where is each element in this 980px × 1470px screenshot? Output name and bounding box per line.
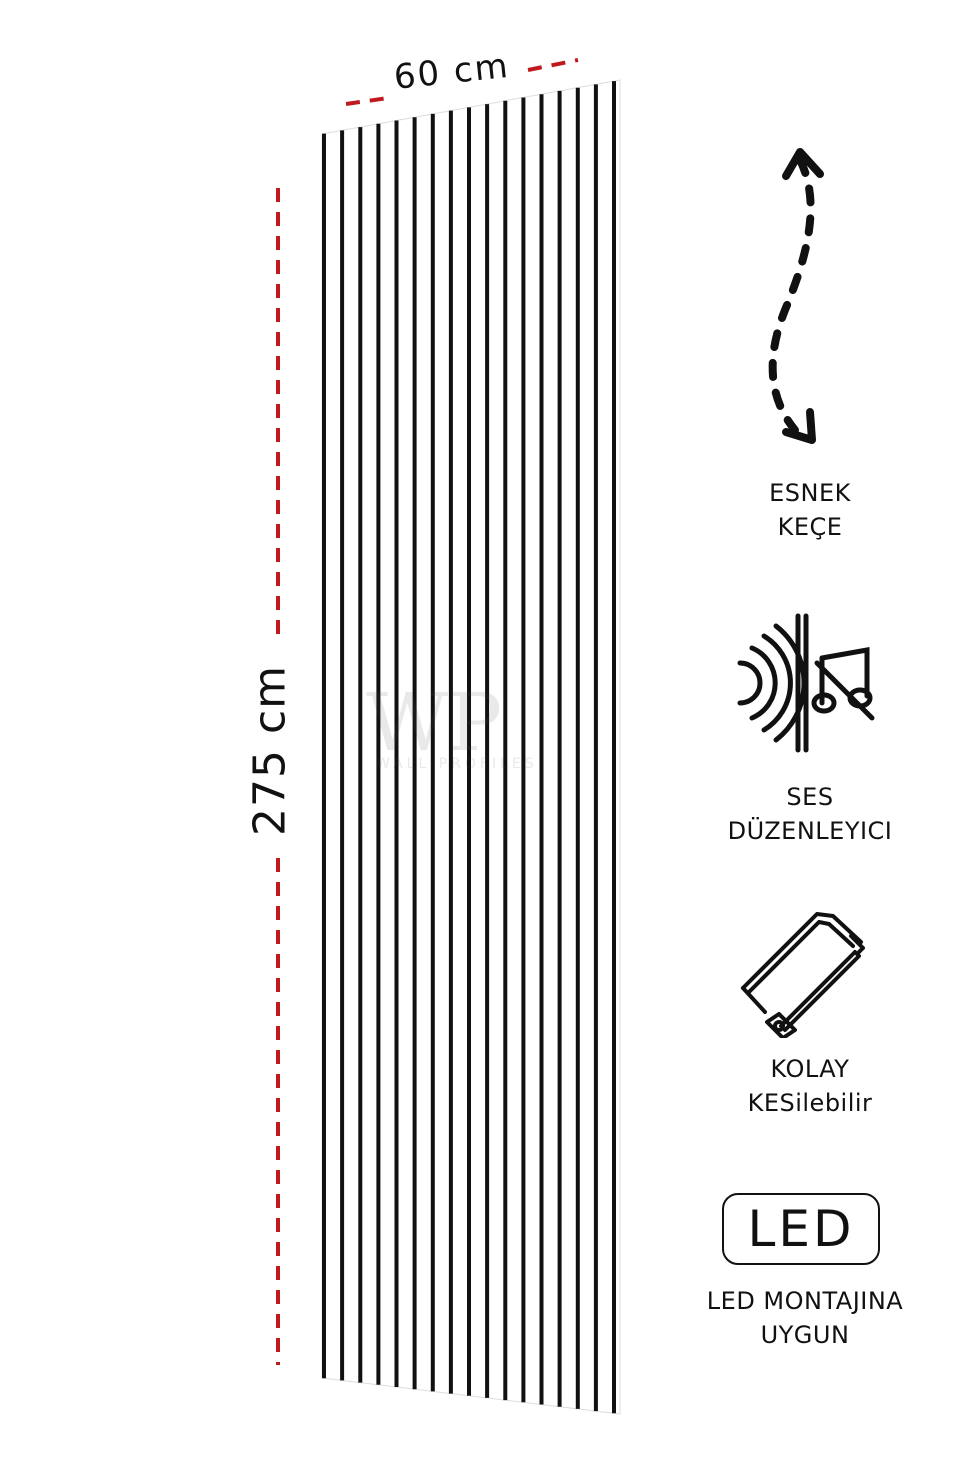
watermark-subtitle: WALL PROFILES [376, 756, 538, 772]
feature-label-line1: KOLAY [770, 1055, 850, 1083]
width-guide-left [345, 96, 389, 106]
feature-label-line2: KESilebilir [747, 1089, 873, 1117]
sound-absorption-icon [737, 613, 875, 753]
width-guide [345, 58, 579, 106]
feature-label-line1: SES [786, 783, 834, 811]
feature-sound-regulator: SES DÜZENLEYICI [700, 780, 920, 848]
panel-slats [322, 81, 616, 1414]
feature-label-line2: KEÇE [777, 513, 843, 541]
hacksaw-icon [741, 912, 865, 1038]
feature-label-line2: DÜZENLEYICI [727, 817, 893, 845]
feature-easy-cut: KOLAY KESilebilir [700, 1052, 920, 1120]
feature-flexible-felt: ESNEK KEÇE [720, 476, 900, 544]
acoustic-panel [321, 79, 621, 1415]
led-badge-text: LED [747, 1200, 855, 1258]
width-guide-right [527, 58, 579, 72]
feature-label-line1: ESNEK [769, 479, 851, 507]
height-label: 275 cm [244, 664, 296, 837]
led-badge-icon: LED [722, 1193, 880, 1265]
feature-label-line1: LED MONTAJINA [706, 1287, 904, 1315]
feature-label-line2: UYGUN [760, 1321, 850, 1349]
brand-watermark: WP WALL PROFILES [366, 680, 538, 772]
curved-dashed-arrow-icon [768, 148, 824, 444]
feature-led-compatible: LED MONTAJINA UYGUN [680, 1284, 930, 1352]
watermark-logo: WP [366, 680, 502, 769]
